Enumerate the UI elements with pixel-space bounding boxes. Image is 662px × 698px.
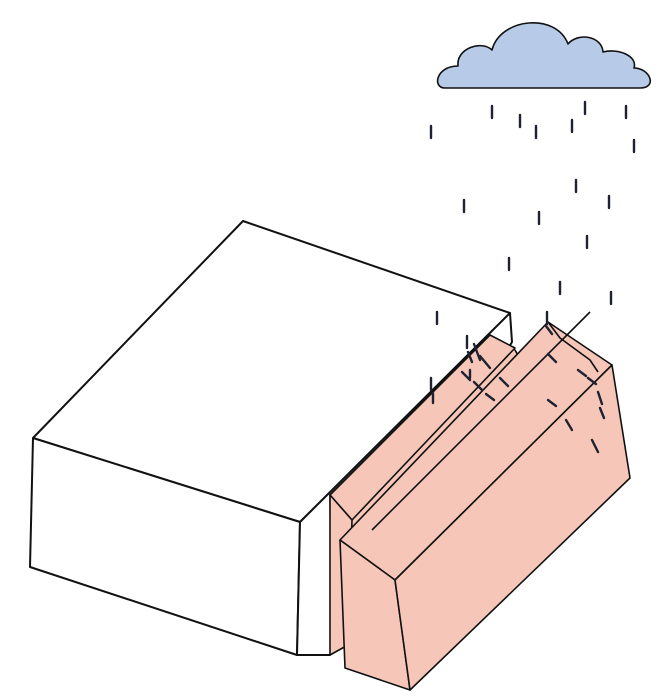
raindrop-impact (590, 438, 600, 454)
raindrop-impact (598, 406, 606, 420)
rain-drops (429, 100, 636, 454)
raindrop-impact (576, 368, 588, 378)
raindrop-impact (460, 370, 472, 382)
raindrop-impact (466, 350, 474, 364)
raindrop-impact (544, 324, 554, 336)
eroded-slabs (329, 311, 631, 691)
raindrop-impact (472, 342, 482, 362)
slab-edge-line (547, 321, 599, 373)
raindrop-impact (498, 376, 510, 388)
cloud-shape (436, 22, 652, 89)
raindrop-impact (478, 354, 492, 370)
raindrop-impact (546, 398, 558, 408)
raindrop-impact (484, 392, 496, 402)
raindrop-impact (472, 380, 484, 392)
raindrop-impact (546, 352, 558, 364)
rain-cloud-icon (436, 22, 652, 89)
front-slab-side-face (394, 364, 631, 691)
raindrop-impact (564, 418, 574, 432)
raindrop-impact (586, 376, 598, 386)
raindrop-impact (596, 390, 604, 406)
slab-crack-line (371, 311, 591, 531)
